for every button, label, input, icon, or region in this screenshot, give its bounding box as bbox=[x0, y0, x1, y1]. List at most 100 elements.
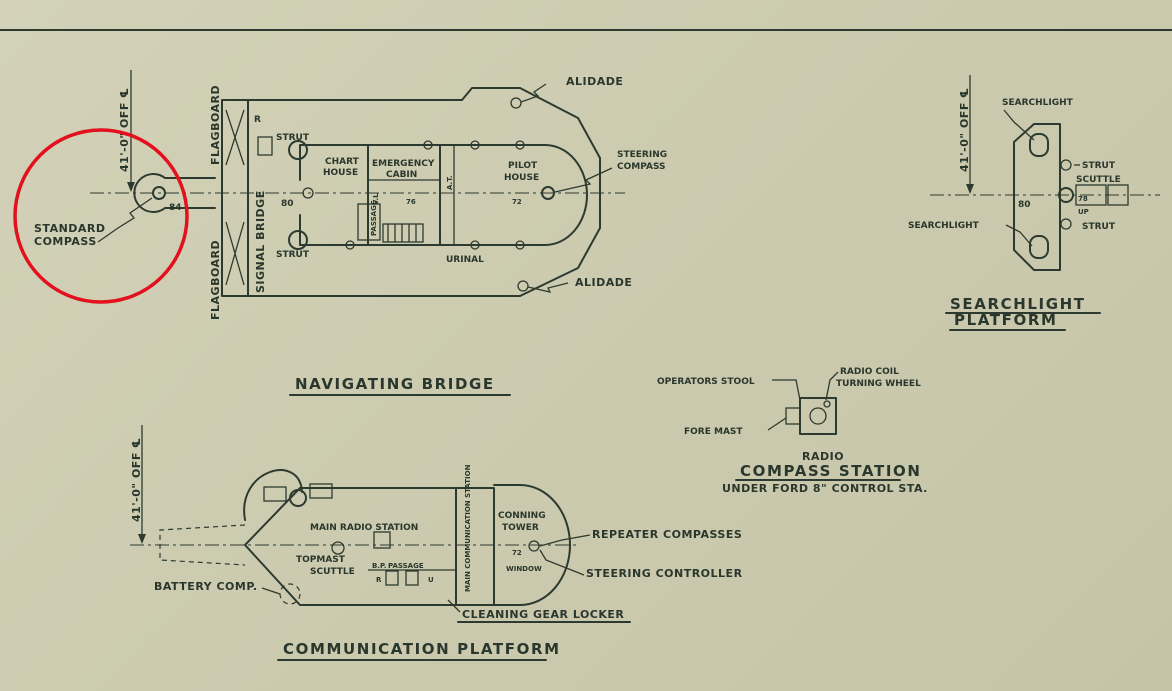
steering-controller-label: STEERING CONTROLLER bbox=[586, 567, 743, 580]
bridge-scuttle-circle bbox=[302, 187, 314, 199]
conning-tower-label-1: CONNING bbox=[498, 511, 546, 521]
searchlight-bottom-symbol bbox=[1029, 235, 1049, 259]
strut-bottom-label: STRUT bbox=[276, 250, 310, 260]
standard-compass-label-1: STANDARD bbox=[34, 222, 106, 235]
topmast-scuttle-symbol bbox=[331, 541, 345, 555]
turning-wheel-label: TURNING WHEEL bbox=[836, 379, 921, 389]
alidade-top-label: ALIDADE bbox=[566, 75, 623, 88]
topmast-label-1: TOPMAST bbox=[296, 555, 346, 565]
comm-frame-72: 72 bbox=[512, 549, 522, 557]
conning-tower-label-2: TOWER bbox=[502, 523, 539, 533]
fore-mast-label: FORE MAST bbox=[684, 427, 743, 437]
bunk-box bbox=[382, 223, 424, 243]
bridge-offset-label: 41'-0" OFF ℄ bbox=[118, 87, 131, 172]
window-port bbox=[470, 240, 480, 250]
window-port bbox=[470, 140, 480, 150]
steering-controller-leader bbox=[539, 549, 585, 576]
passage-box bbox=[357, 203, 381, 241]
repeater-compasses-label: REPEATER COMPASSES bbox=[592, 528, 742, 541]
standard-compass-label-2: COMPASS bbox=[34, 235, 97, 248]
comm-offset-arrow bbox=[138, 534, 146, 544]
deckhouse-outline bbox=[299, 144, 588, 246]
fore-mast-leader bbox=[767, 417, 787, 431]
radio-title-2: COMPASS STATION bbox=[740, 462, 922, 480]
strut-top-symbol bbox=[288, 140, 308, 160]
searchlight-bottom-label: SEARCHLIGHT bbox=[908, 221, 980, 231]
passage-box-1 bbox=[385, 570, 399, 586]
operators-stool-label: OPERATORS STOOL bbox=[657, 377, 755, 387]
emergency-cabin-label-2: CABIN bbox=[386, 170, 417, 180]
battery-comp-label: BATTERY COMP. bbox=[154, 580, 258, 593]
compass-wing-outline bbox=[133, 173, 216, 213]
searchlight-frame-80: 80 bbox=[1018, 200, 1031, 210]
mark-vl-label: V.L bbox=[372, 193, 380, 205]
steering-compass-label-2: COMPASS bbox=[617, 162, 666, 172]
flagboard-bottom-label: FLAGBOARD bbox=[209, 240, 222, 320]
scuttle-symbol bbox=[1058, 187, 1074, 203]
communication-platform-title: COMMUNICATION PLATFORM bbox=[283, 640, 561, 658]
urinal-label: URINAL bbox=[446, 255, 484, 265]
searchlight-top-symbol bbox=[1029, 133, 1049, 157]
ladder-box bbox=[1107, 184, 1129, 206]
comm-dashed-extension bbox=[159, 524, 246, 566]
ladder-hatch bbox=[1075, 184, 1107, 206]
standard-compass-leader bbox=[97, 197, 153, 243]
communication-platform: 41'-0" OFF ℄ MAIN RADIO STATION TOPMAST … bbox=[130, 425, 743, 661]
navigating-bridge: 41'-0" OFF ℄ 84 STANDARD COMPASS FLAGBOA… bbox=[34, 70, 667, 396]
searchlight-offset-arrow bbox=[966, 184, 974, 194]
comm-bulge-top bbox=[243, 469, 303, 521]
r-label: R bbox=[376, 576, 382, 584]
alidade-bottom-label: ALIDADE bbox=[575, 276, 632, 289]
cleaning-gear-locker-label: CLEANING GEAR LOCKER bbox=[462, 608, 624, 621]
searchlight-title-1: SEARCHLIGHT bbox=[950, 295, 1086, 313]
chart-house-label-1: CHART bbox=[325, 157, 360, 167]
topmast-label-2: SCUTTLE bbox=[310, 567, 355, 577]
pilot-house-label-2: HOUSE bbox=[504, 173, 539, 183]
searchlight-platform-outline bbox=[1013, 123, 1061, 271]
steering-compass-label-1: STEERING bbox=[617, 150, 667, 160]
fore-mast-symbol bbox=[785, 407, 801, 425]
passage-label: PASSAGE bbox=[388, 562, 424, 570]
searchlight-offset-label: 41'-0" OFF ℄ bbox=[958, 87, 971, 172]
navigating-bridge-title: NAVIGATING BRIDGE bbox=[295, 375, 495, 393]
battery-comp-leader bbox=[261, 587, 281, 595]
strut-bottom-symbol bbox=[1060, 218, 1072, 230]
steering-compass-symbol bbox=[541, 186, 555, 200]
radio-coil-leader bbox=[825, 371, 839, 401]
conning-tower-outline bbox=[493, 484, 571, 606]
u-label: U bbox=[428, 576, 434, 584]
strut-top-symbol bbox=[1060, 159, 1072, 171]
operators-stool-leader bbox=[772, 379, 801, 401]
searchlight-strut-top: STRUT bbox=[1082, 161, 1116, 171]
strut-top-label: STRUT bbox=[276, 133, 310, 143]
window-label: WINDOW bbox=[506, 565, 542, 573]
window-port bbox=[345, 240, 355, 250]
alidade-bottom-symbol bbox=[517, 280, 529, 292]
radio-coil-symbol bbox=[809, 407, 827, 425]
comm-strut-symbol bbox=[289, 489, 307, 507]
flagboard-cross-marks bbox=[225, 109, 245, 286]
window-port bbox=[515, 240, 525, 250]
signal-bridge-label: SIGNAL BRIDGE bbox=[254, 190, 267, 293]
bridge-offset-arrow bbox=[127, 182, 135, 192]
cleaning-gear-leader bbox=[447, 599, 461, 613]
main-radio-station-label: MAIN RADIO STATION bbox=[310, 523, 418, 533]
mark-at-label: A.T. bbox=[446, 175, 454, 190]
flagboard-top-label: FLAGBOARD bbox=[209, 85, 222, 165]
repeater-compass-symbol bbox=[528, 540, 540, 552]
searchlight-strut-bottom: STRUT bbox=[1082, 222, 1116, 232]
window-port bbox=[515, 140, 525, 150]
radio-coil-label: RADIO COIL bbox=[840, 367, 899, 377]
repeater-compass-leader bbox=[539, 534, 591, 547]
comm-offset-label: 41'-0" OFF ℄ bbox=[130, 437, 143, 522]
standard-compass-symbol bbox=[152, 186, 166, 200]
searchlight-bottom-leader bbox=[1005, 224, 1033, 247]
passage-box-2 bbox=[405, 570, 419, 586]
radio-title-1: RADIO bbox=[802, 450, 844, 463]
frame-76-label: 76 bbox=[406, 198, 416, 206]
bridge-outline bbox=[247, 87, 601, 297]
small-r-label: R bbox=[254, 115, 261, 125]
searchlight-up-label: UP bbox=[1078, 208, 1089, 216]
frame-72-label: 72 bbox=[512, 198, 522, 206]
